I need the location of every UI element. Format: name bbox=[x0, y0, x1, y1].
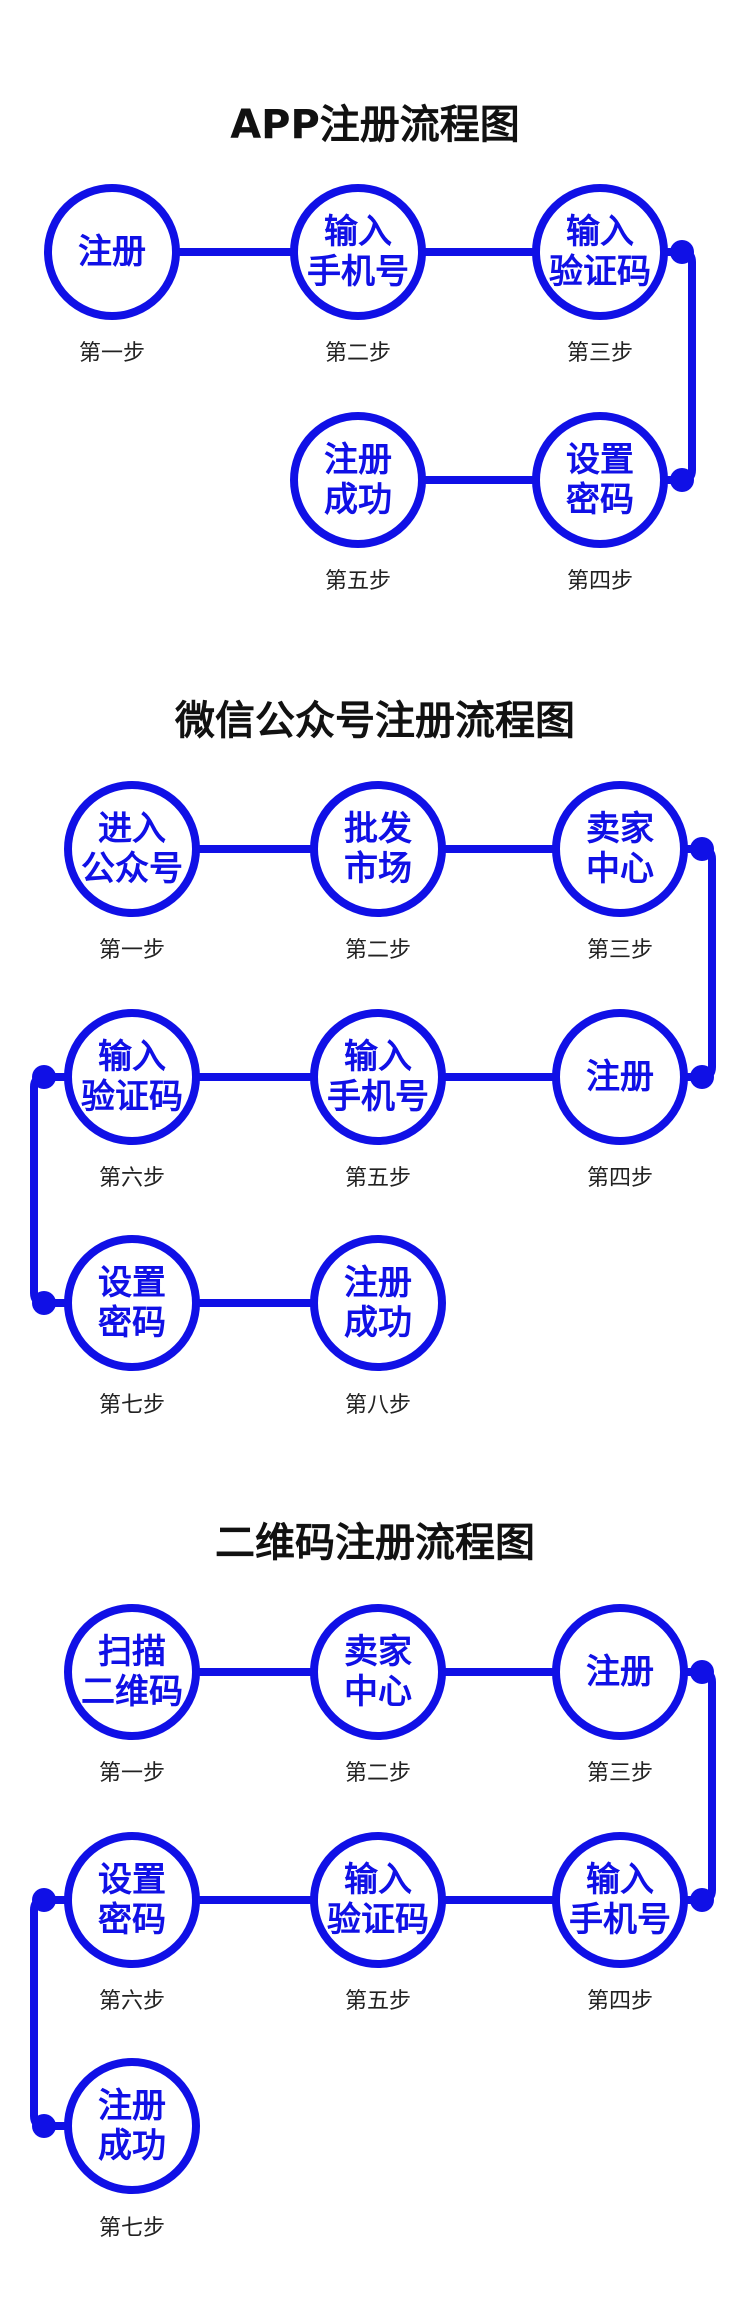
step-caption: 第七步 bbox=[98, 2216, 165, 2241]
step-caption: 第三步 bbox=[566, 341, 633, 366]
step-caption: 第七步 bbox=[98, 1393, 165, 1418]
step-caption: 第四步 bbox=[586, 1989, 653, 2014]
node-label: 输入 手机号 bbox=[327, 1037, 429, 1117]
step-caption: 第六步 bbox=[98, 1989, 165, 2014]
flow-node: 注册 bbox=[44, 184, 180, 320]
node-label: 输入 验证码 bbox=[549, 212, 651, 292]
node-label: 注册 成功 bbox=[324, 440, 392, 520]
flow-wechat: 进入 公众号 第一步 批发 市场 第二步 卖家 中心 第三步 注册 第四步 输入… bbox=[0, 767, 750, 1427]
step-caption: 第四步 bbox=[586, 1166, 653, 1191]
node-label: 设置 密码 bbox=[98, 1860, 166, 1940]
connector-dot bbox=[32, 1888, 56, 1912]
step-caption: 第二步 bbox=[344, 1761, 411, 1786]
connector-dot bbox=[690, 1888, 714, 1912]
flow-app: 注册 第一步 输入 手机号 第二步 输入 验证码 第三步 设置 密码 第四步 注… bbox=[0, 170, 750, 600]
section-title-qrcode: 二维码注册流程图 bbox=[215, 1520, 535, 1566]
connector-dot bbox=[670, 468, 694, 492]
step-caption: 第四步 bbox=[566, 569, 633, 594]
connector-dot bbox=[690, 1065, 714, 1089]
flow-node: 设置 密码 bbox=[64, 1235, 200, 1371]
flow-node: 注册 成功 bbox=[64, 2058, 200, 2194]
connector-dot bbox=[670, 240, 694, 264]
node-label: 注册 成功 bbox=[98, 2086, 166, 2166]
node-label: 卖家 中心 bbox=[586, 809, 654, 889]
node-label: 设置 密码 bbox=[566, 440, 634, 520]
step-caption: 第三步 bbox=[586, 1761, 653, 1786]
flow-node: 进入 公众号 bbox=[64, 781, 200, 917]
flow-node: 卖家 中心 bbox=[310, 1604, 446, 1740]
section-title-app: APP注册流程图 bbox=[230, 102, 520, 148]
flow-wechat-connectors bbox=[30, 837, 716, 1315]
flow-node: 设置 密码 bbox=[532, 412, 668, 548]
node-label: 进入 公众号 bbox=[81, 809, 183, 889]
node-label: 注册 bbox=[586, 1057, 654, 1097]
flow-node: 注册 bbox=[552, 1604, 688, 1740]
step-caption: 第一步 bbox=[98, 938, 165, 963]
step-caption: 第五步 bbox=[344, 1989, 411, 2014]
flow-node: 卖家 中心 bbox=[552, 781, 688, 917]
step-caption: 第一步 bbox=[78, 341, 145, 366]
section-title-wechat: 微信公众号注册流程图 bbox=[175, 698, 575, 744]
flow-node: 输入 手机号 bbox=[552, 1832, 688, 1968]
node-label: 输入 手机号 bbox=[569, 1860, 671, 1940]
node-label: 注册 成功 bbox=[344, 1263, 412, 1343]
flow-qrcode: 扫描 二维码 第一步 卖家 中心 第二步 注册 第三步 输入 手机号 第四步 输… bbox=[0, 1590, 750, 2250]
connector-dot bbox=[32, 1065, 56, 1089]
flow-node: 注册 bbox=[552, 1009, 688, 1145]
node-label: 批发 市场 bbox=[344, 809, 412, 889]
connector-dot bbox=[690, 837, 714, 861]
step-caption: 第一步 bbox=[98, 1761, 165, 1786]
flow-node: 输入 手机号 bbox=[310, 1009, 446, 1145]
flow-node: 注册 成功 bbox=[290, 412, 426, 548]
flow-node: 输入 验证码 bbox=[64, 1009, 200, 1145]
step-caption: 第五步 bbox=[344, 1166, 411, 1191]
node-label: 输入 验证码 bbox=[327, 1860, 429, 1940]
node-label: 扫描 二维码 bbox=[81, 1632, 183, 1712]
step-caption: 第二步 bbox=[324, 341, 391, 366]
step-caption: 第二步 bbox=[344, 938, 411, 963]
node-label: 卖家 中心 bbox=[344, 1632, 412, 1712]
flow-node: 注册 成功 bbox=[310, 1235, 446, 1371]
flow-node: 批发 市场 bbox=[310, 781, 446, 917]
step-caption: 第六步 bbox=[98, 1166, 165, 1191]
node-label: 输入 验证码 bbox=[81, 1037, 183, 1117]
step-caption: 第五步 bbox=[324, 569, 391, 594]
node-label: 注册 bbox=[78, 232, 146, 272]
node-label: 注册 bbox=[586, 1652, 654, 1692]
connector-dot bbox=[32, 2114, 56, 2138]
connector-dot bbox=[690, 1660, 714, 1684]
step-caption: 第三步 bbox=[586, 938, 653, 963]
connector-dot bbox=[32, 1291, 56, 1315]
flow-app-connectors bbox=[112, 240, 696, 492]
node-label: 输入 手机号 bbox=[307, 212, 409, 292]
flow-node: 扫描 二维码 bbox=[64, 1604, 200, 1740]
step-caption: 第八步 bbox=[344, 1393, 411, 1418]
flow-node: 输入 验证码 bbox=[310, 1832, 446, 1968]
flow-node: 输入 验证码 bbox=[532, 184, 668, 320]
flow-node: 设置 密码 bbox=[64, 1832, 200, 1968]
node-label: 设置 密码 bbox=[98, 1263, 166, 1343]
flow-node: 输入 手机号 bbox=[290, 184, 426, 320]
